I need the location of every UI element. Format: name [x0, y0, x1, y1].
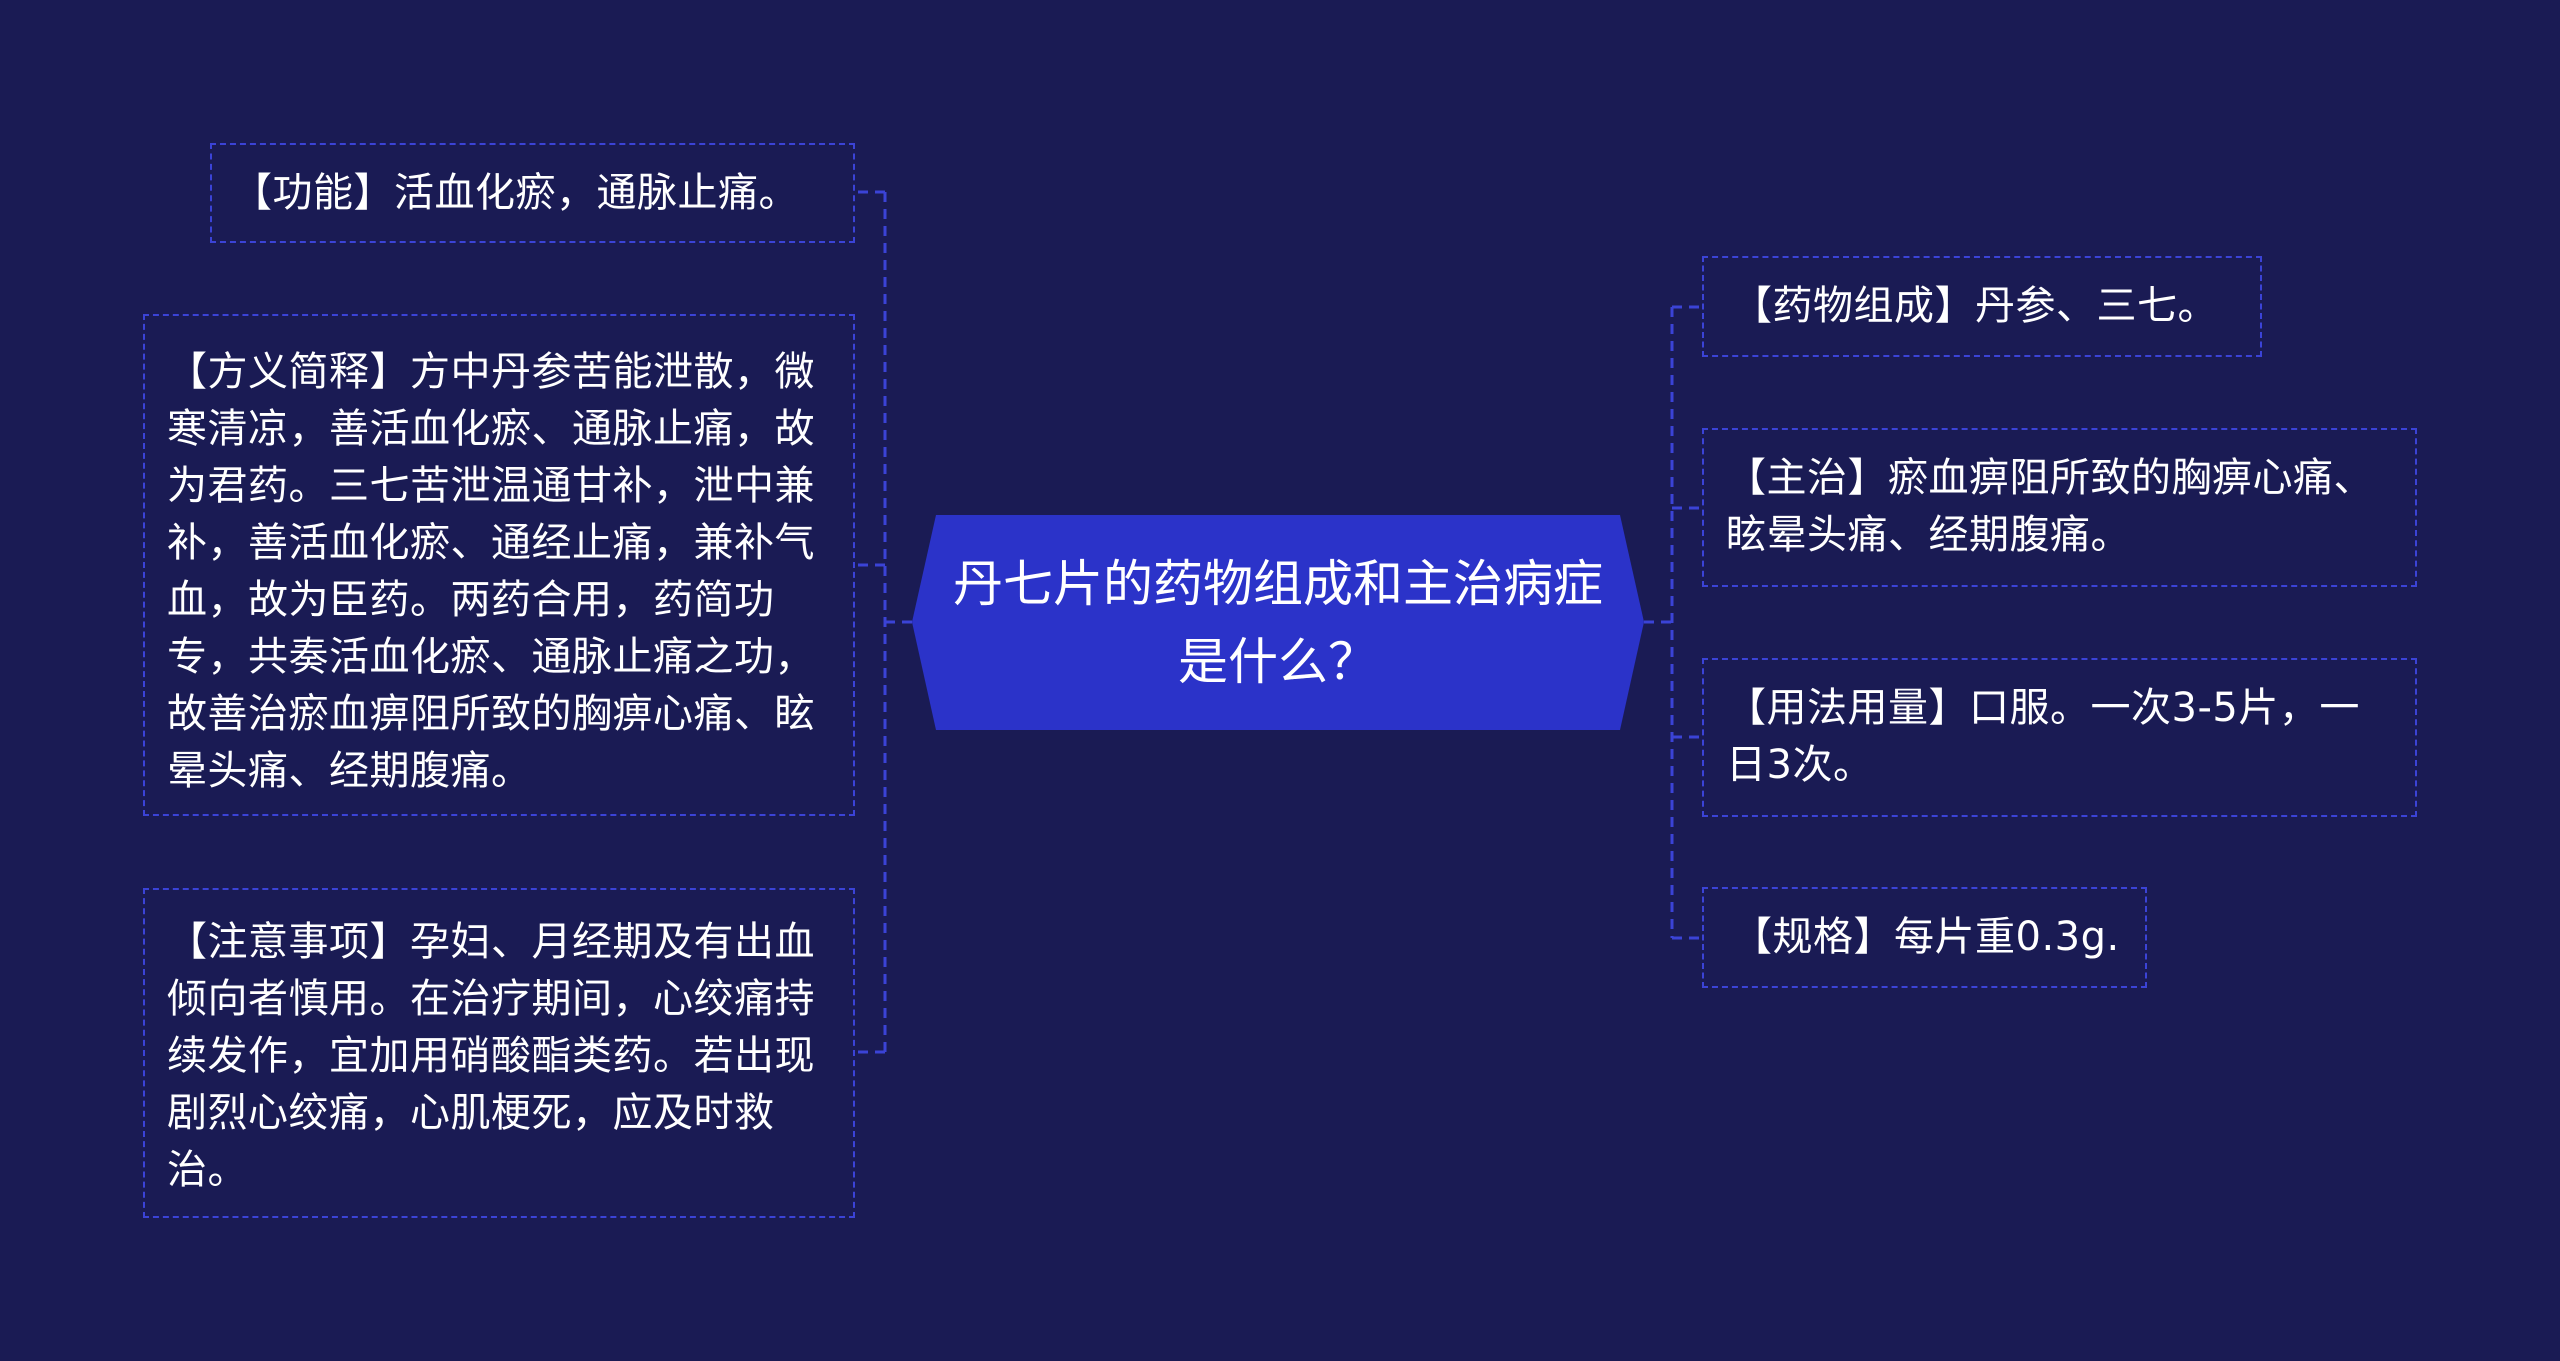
node-specification-text: 【规格】每片重0.3g.: [1732, 914, 2120, 960]
node-specification[interactable]: 【规格】每片重0.3g.: [1702, 887, 2147, 988]
node-composition-text: 【药物组成】丹参、三七。: [1732, 283, 2218, 329]
node-dosage[interactable]: 【用法用量】口服。一次3-5片，一日3次。: [1702, 658, 2417, 817]
node-composition[interactable]: 【药物组成】丹参、三七。: [1702, 256, 2262, 357]
node-formula-explanation-text: 【方义简释】方中丹参苦能泄散，微寒清凉，善活血化瘀、通脉止痛，故为君药。三七苦泄…: [167, 349, 815, 794]
node-indication[interactable]: 【主治】瘀血痹阻所致的胸痹心痛、眩晕头痛、经期腹痛。: [1702, 428, 2417, 587]
central-topic[interactable]: 丹七片的药物组成和主治病症是什么？: [912, 515, 1644, 730]
node-indication-text: 【主治】瘀血痹阻所致的胸痹心痛、眩晕头痛、经期腹痛。: [1726, 455, 2374, 558]
node-function-text: 【功能】活血化瘀，通脉止痛。: [232, 170, 799, 216]
central-topic-title: 丹七片的药物组成和主治病症是什么？: [953, 554, 1603, 691]
node-precautions[interactable]: 【注意事项】孕妇、月经期及有出血倾向者慎用。在治疗期间，心绞痛持续发作，宜加用硝…: [143, 888, 855, 1218]
node-formula-explanation[interactable]: 【方义简释】方中丹参苦能泄散，微寒清凉，善活血化瘀、通脉止痛，故为君药。三七苦泄…: [143, 314, 855, 816]
node-dosage-text: 【用法用量】口服。一次3-5片，一日3次。: [1726, 685, 2360, 788]
node-function[interactable]: 【功能】活血化瘀，通脉止痛。: [210, 143, 855, 243]
node-precautions-text: 【注意事项】孕妇、月经期及有出血倾向者慎用。在治疗期间，心绞痛持续发作，宜加用硝…: [167, 919, 815, 1193]
